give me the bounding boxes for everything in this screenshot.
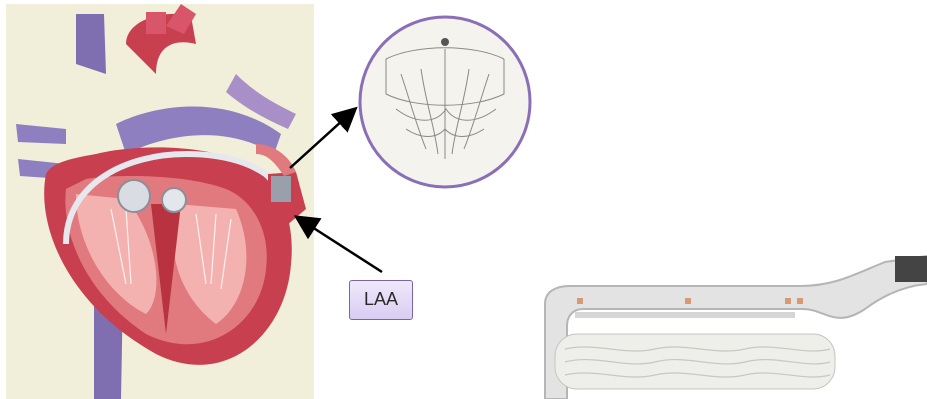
clip-device xyxy=(535,254,927,399)
laa-label: LAA xyxy=(349,280,413,320)
occluder-inset xyxy=(356,14,534,190)
heart-illustration xyxy=(6,4,314,399)
